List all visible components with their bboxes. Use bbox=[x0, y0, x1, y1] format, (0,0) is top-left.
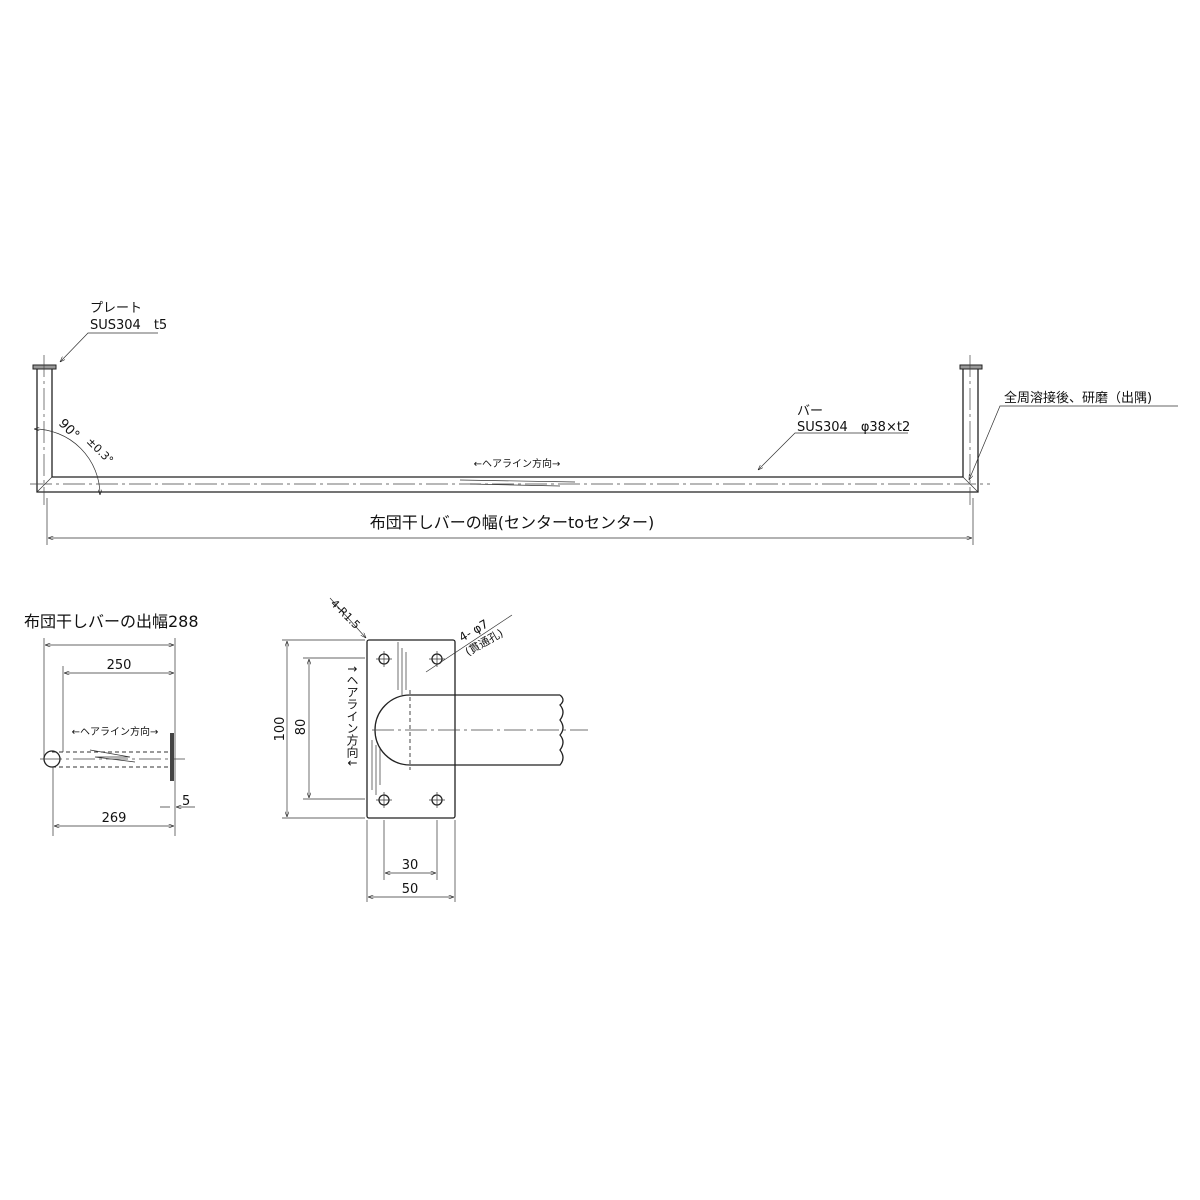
front-view: プレート SUS304 t5 90° ±0.3° ←ヘアライン方向→ バー SU… bbox=[30, 301, 1178, 545]
plate-hairline-direction: ↑ヘアライン方向↓ bbox=[345, 664, 359, 768]
bar-spec: SUS304 φ38×t2 bbox=[797, 420, 910, 435]
bar-tube bbox=[374, 694, 564, 766]
angle-arc bbox=[34, 429, 100, 495]
dim-5: 5 bbox=[182, 794, 190, 809]
base-plate bbox=[366, 639, 456, 819]
right-plate bbox=[959, 364, 983, 370]
dim-250: 250 bbox=[107, 658, 132, 673]
bar-label: バー bbox=[797, 404, 823, 419]
dim-50: 50 bbox=[402, 882, 419, 897]
side-view: 布団干しバーの出幅288 250 ←ヘアライン方向→ 5 269 bbox=[24, 612, 199, 836]
plate-view: 4-R1.5 4- φ7 (貫通孔) 100 80 ↑ヘアライン方向↓ 30 5… bbox=[273, 597, 588, 902]
dim-80: 80 bbox=[294, 719, 309, 736]
width-dimension-label: 布団干しバーの幅(センターtoセンター) bbox=[370, 513, 655, 532]
plate-label: プレート bbox=[90, 301, 142, 316]
corner-radius: 4-R1.5 bbox=[328, 597, 363, 632]
bar-inner-outline bbox=[51, 369, 964, 478]
plate-spec: SUS304 t5 bbox=[90, 318, 167, 333]
tube-side bbox=[52, 751, 171, 768]
left-plate bbox=[32, 364, 57, 370]
mounting-holes bbox=[376, 651, 445, 808]
angle-tolerance: ±0.3° bbox=[84, 435, 116, 467]
angle-label: 90° bbox=[55, 416, 82, 443]
weld-note: 全周溶接後、研磨（出隅) bbox=[1004, 390, 1152, 406]
dim-30: 30 bbox=[402, 858, 419, 873]
dim-100: 100 bbox=[273, 717, 288, 742]
side-plate bbox=[170, 733, 174, 781]
hairline-direction: ←ヘアライン方向→ bbox=[474, 457, 561, 470]
side-view-title: 布団干しバーの出幅288 bbox=[24, 612, 199, 631]
dim-269: 269 bbox=[102, 811, 127, 826]
side-hairline-direction: ←ヘアライン方向→ bbox=[72, 725, 159, 738]
